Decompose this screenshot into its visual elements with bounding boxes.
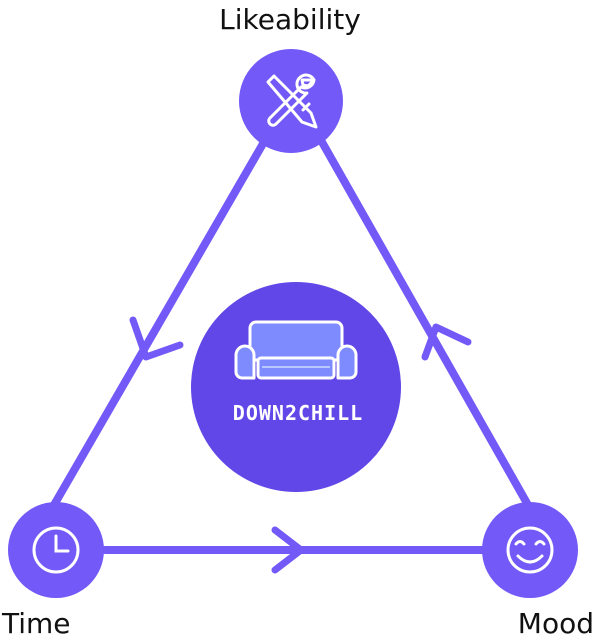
- clock-icon: [32, 526, 80, 574]
- direction-arrows: [129, 316, 472, 574]
- time-label: Time: [2, 607, 71, 640]
- edge-mood-likeability: [314, 131, 532, 509]
- likeability-label: Likeability: [219, 3, 361, 36]
- mood-node: [482, 502, 578, 598]
- cycle-edges: [50, 131, 532, 554]
- mood-label: Mood: [517, 607, 594, 640]
- smiley-icon: [506, 526, 554, 574]
- arrow-down-left: [129, 316, 184, 361]
- edge-likeability-time: [50, 131, 272, 509]
- time-node: [8, 502, 104, 598]
- tools-icon: [266, 73, 318, 129]
- likeability-node: [239, 49, 343, 153]
- arrow-up-right: [421, 323, 472, 361]
- couch-icon: [234, 320, 358, 380]
- arrow-right: [271, 526, 305, 574]
- down2chill-logo: DOWN2CHILL: [191, 282, 401, 492]
- logo-text: DOWN2CHILL: [233, 401, 363, 425]
